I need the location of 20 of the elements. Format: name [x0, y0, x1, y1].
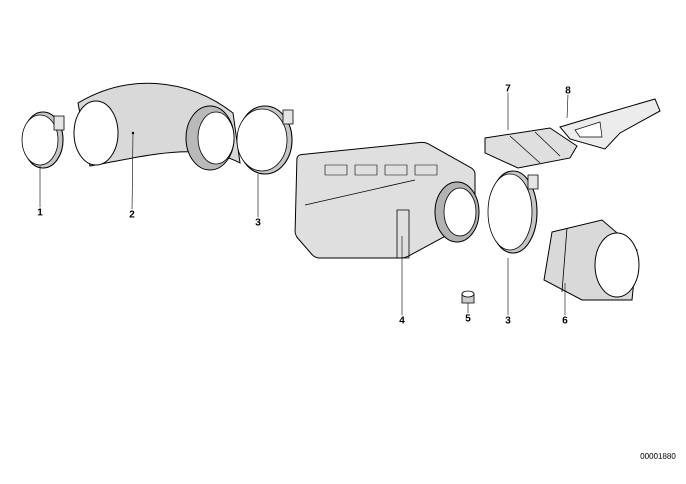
hose-clamp-drawing	[236, 105, 294, 175]
callout-number: 2	[130, 210, 134, 218]
part-number: 00001880	[640, 453, 676, 459]
leader-line	[564, 282, 566, 316]
callout-number: 5	[466, 314, 470, 322]
callout-number: 6	[562, 316, 568, 324]
leader-line	[566, 94, 568, 118]
hose-clamp-drawing	[488, 170, 538, 254]
callout-number: 1	[38, 208, 43, 216]
cap-drawing	[462, 290, 474, 304]
leader-line	[132, 132, 134, 210]
intake-hose-drawing	[74, 82, 240, 170]
callout-number: 7	[506, 84, 510, 92]
callout-number: 3	[505, 316, 510, 324]
connector-plug-drawing	[484, 127, 578, 169]
hose-clamp-drawing	[22, 111, 64, 169]
callout-number: 8	[566, 86, 570, 94]
air-flow-meter-drawing	[294, 142, 480, 258]
callout-number: 4	[399, 316, 405, 324]
callout-number: 3	[255, 218, 260, 226]
